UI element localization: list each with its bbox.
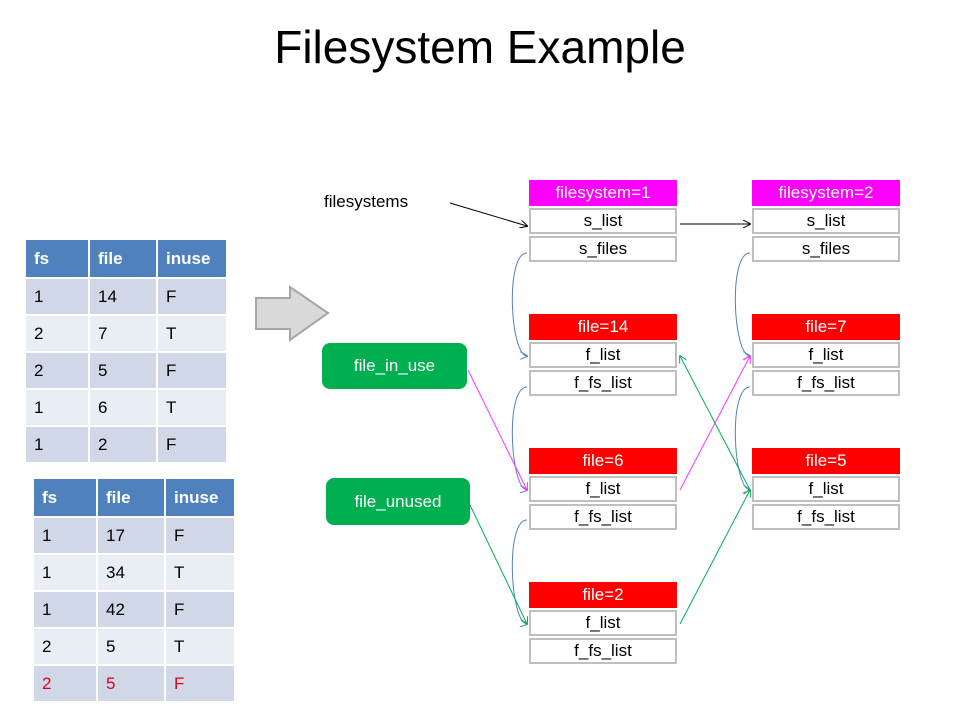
table-row: 1 6 T	[24, 388, 228, 427]
table-1: fs file inuse 1 14 F 2 7 T 2 5 F 1 6 T 1…	[24, 238, 228, 464]
node-field: s_files	[529, 236, 677, 262]
column-header: file	[88, 238, 158, 279]
table-row: 1 34 T	[32, 553, 236, 592]
filesystems-label: filesystems	[324, 192, 409, 211]
table-row-highlighted: 2 5 F	[32, 664, 236, 703]
node-field: s_files	[752, 236, 900, 262]
column-header: inuse	[156, 238, 228, 279]
node-field: f_fs_list	[529, 370, 677, 396]
cell: T	[164, 553, 236, 592]
cell: 2	[32, 627, 98, 666]
cell: 1	[32, 516, 98, 555]
page-title: Filesystem Example	[274, 21, 686, 73]
cell: F	[164, 664, 236, 703]
arrow-f7-f-fs-list	[734, 386, 750, 490]
cell: 17	[96, 516, 166, 555]
cell: T	[164, 627, 236, 666]
node-field: s_list	[752, 208, 900, 234]
cell: F	[164, 516, 236, 555]
cell: 5	[88, 351, 158, 390]
node-header: file=2	[529, 582, 677, 608]
arrow-f2-f-list	[679, 490, 750, 625]
cell: F	[156, 277, 228, 316]
node-header: filesystem=2	[752, 180, 900, 206]
node-file-7: file=7 f_list f_fs_list	[752, 314, 900, 396]
table-row: 2 7 T	[24, 314, 228, 353]
cell: F	[164, 590, 236, 629]
cell: T	[156, 314, 228, 353]
cell: 2	[88, 425, 158, 464]
node-header: file=5	[752, 448, 900, 474]
cell: 2	[24, 351, 90, 390]
column-header: fs	[32, 477, 98, 518]
cell: 2	[32, 664, 98, 703]
block-arrow-icon	[255, 285, 330, 342]
node-filesystem-2: filesystem=2 s_list s_files	[752, 180, 900, 262]
cell: T	[156, 388, 228, 427]
cell: 1	[24, 388, 90, 427]
cell: 5	[96, 664, 166, 703]
table-row: 1 14 F	[24, 277, 228, 316]
node-field: f_list	[529, 610, 677, 636]
cell: F	[156, 351, 228, 390]
column-header: inuse	[164, 477, 236, 518]
table-row: 1 17 F	[32, 516, 236, 555]
cell: 6	[88, 388, 158, 427]
node-header: file=6	[529, 448, 677, 474]
column-header: file	[96, 477, 166, 518]
node-header: file=14	[529, 314, 677, 340]
node-field: f_fs_list	[529, 504, 677, 530]
arrow-f5-f-list	[680, 356, 751, 491]
node-field: f_list	[752, 342, 900, 368]
table-row: 1 2 F	[24, 425, 228, 464]
arrow-fs1-s-files	[511, 252, 527, 356]
cell: 34	[96, 553, 166, 592]
cell: 2	[24, 314, 90, 353]
table-row: 2 5 F	[24, 351, 228, 390]
node-file-14: file=14 f_list f_fs_list	[529, 314, 677, 396]
node-file-2: file=2 f_list f_fs_list	[529, 582, 677, 664]
cell: 5	[96, 627, 166, 666]
cell: 1	[24, 425, 90, 464]
node-field: f_list	[529, 342, 677, 368]
node-field: f_fs_list	[752, 504, 900, 530]
node-field: f_fs_list	[752, 370, 900, 396]
cell: 1	[32, 590, 98, 629]
arrow-fs2-s-files	[734, 252, 750, 356]
node-field: f_list	[752, 476, 900, 502]
node-field: f_fs_list	[529, 638, 677, 664]
node-header: filesystem=1	[529, 180, 677, 206]
node-filesystem-1: filesystem=1 s_list s_files	[529, 180, 677, 262]
table-row: 2 5 T	[32, 627, 236, 666]
cell: 42	[96, 590, 166, 629]
node-field: f_list	[529, 476, 677, 502]
table-row: 1 42 F	[32, 590, 236, 629]
node-file-6: file=6 f_list f_fs_list	[529, 448, 677, 530]
file-unused-pill: file_unused	[326, 478, 470, 525]
cell: F	[156, 425, 228, 464]
file-in-use-pill: file_in_use	[322, 343, 467, 389]
node-field: s_list	[529, 208, 677, 234]
arrow-filesystems	[449, 202, 527, 226]
arrow-file-in-use	[467, 369, 527, 490]
column-header: fs	[24, 238, 90, 279]
node-file-5: file=5 f_list f_fs_list	[752, 448, 900, 530]
cell: 7	[88, 314, 158, 353]
arrow-file-unused	[469, 504, 527, 624]
cell: 1	[24, 277, 90, 316]
cell: 1	[32, 553, 98, 592]
table-2: fs file inuse 1 17 F 1 34 T 1 42 F 2 5 T…	[32, 477, 236, 703]
node-header: file=7	[752, 314, 900, 340]
cell: 14	[88, 277, 158, 316]
